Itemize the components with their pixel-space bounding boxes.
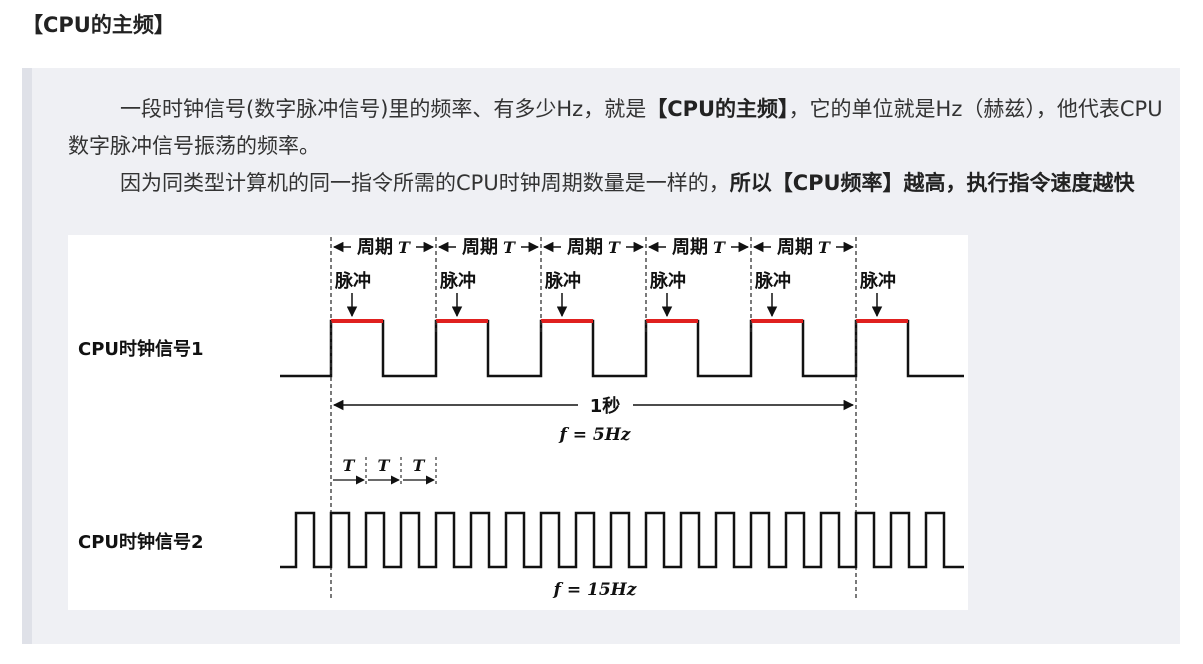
paragraph-cpu-frequency-definition: 一段时钟信号(数字脉冲信号)里的频率、有多少Hz，就是【CPU的主频】，它的单位… (68, 91, 1168, 165)
signal2-waveform (280, 511, 964, 569)
section-heading: 【CPU的主频】 (22, 13, 175, 37)
signal1-label: CPU时钟信号1 (78, 338, 204, 360)
paragraph2-text1: 因为同类型计算机的同一指令所需的CPU时钟周期数量是一样的， (120, 171, 730, 195)
paragraph-frequency-speed: 因为同类型计算机的同一指令所需的CPU时钟周期数量是一样的，所以【CPU频率】越… (68, 165, 1168, 202)
period-label: 周期 (672, 237, 708, 258)
period-symbol: T (818, 238, 831, 257)
paragraph1-bold-term: 【CPU的主频】 (646, 97, 789, 121)
period-label: 周期 (462, 237, 498, 258)
pulse-label: 脉冲 (649, 270, 686, 292)
t-label: T (413, 456, 426, 475)
paragraph1-text1: 一段时钟信号(数字脉冲信号)里的频率、有多少Hz，就是 (120, 97, 647, 121)
t-label: T (343, 456, 356, 475)
pulse-label: 脉冲 (544, 270, 581, 292)
pulse-label: 脉冲 (334, 270, 371, 292)
pulse-label: 脉冲 (754, 270, 791, 292)
period-label: 周期 (777, 237, 813, 258)
period-label: 周期 (357, 237, 393, 258)
t-label: T (378, 456, 391, 475)
clock-signal-diagram-svg: 周期 T 周期 T 周期 T 周期 T 周期 T 脉冲 脉冲 脉冲 脉冲 脉冲 脉冲 CPU时钟信号1CPU时钟… (78, 237, 964, 600)
freq2-label: f = 15Hz (553, 580, 637, 600)
pulse-label: 脉冲 (439, 270, 476, 292)
paragraph2-bold-conclusion: 所以【CPU频率】越高，执行指令速度越快 (729, 171, 1135, 195)
period-symbol: T (503, 238, 516, 257)
signal2-label: CPU时钟信号2 (78, 531, 204, 553)
blockquote: 一段时钟信号(数字脉冲信号)里的频率、有多少Hz，就是【CPU的主频】，它的单位… (22, 68, 1180, 644)
freq1-label: f = 5Hz (559, 425, 631, 445)
period-label: 周期 (567, 237, 603, 258)
one-second-label: 1秒 (590, 395, 621, 417)
signal1-waveform (280, 319, 964, 378)
pulse-label: 脉冲 (859, 270, 896, 292)
period-symbol: T (398, 238, 411, 257)
period-symbol: T (713, 238, 726, 257)
paragraph1-text2: ，它的单位就是Hz（赫兹），他代表CPU数字脉冲信号振荡的频率。 (68, 97, 1163, 158)
period-symbol: T (608, 238, 621, 257)
